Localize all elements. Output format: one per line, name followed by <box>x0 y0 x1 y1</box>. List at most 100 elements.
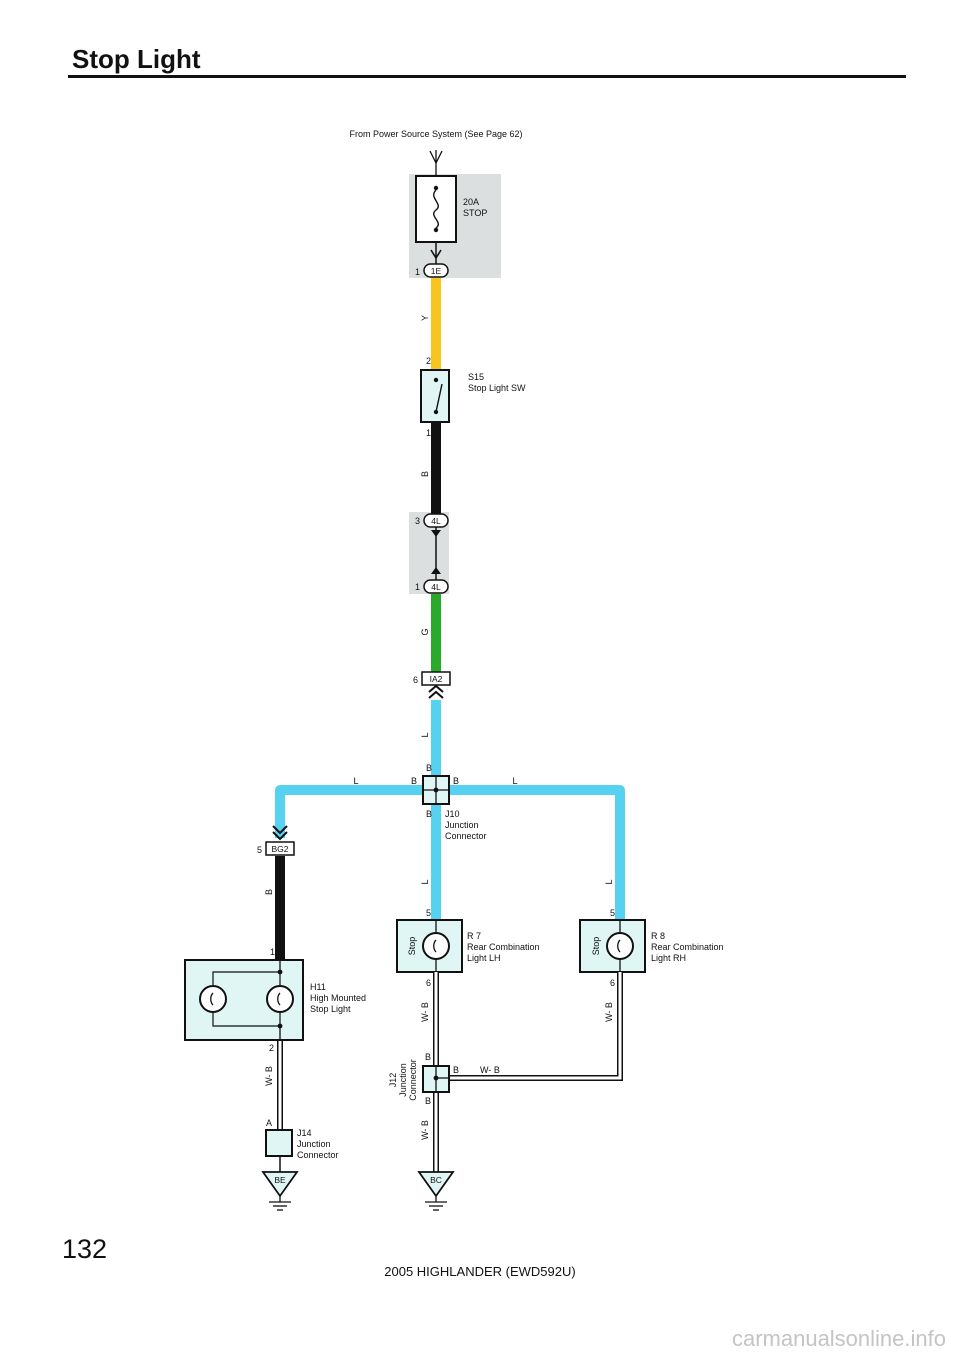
connector-ia2-arrow-icon <box>428 684 444 699</box>
j12-pin-top: B <box>425 1052 431 1062</box>
switch-name: Stop Light SW <box>468 383 526 393</box>
j14-name-2: Connector <box>297 1150 339 1160</box>
j10-name-2: Connector <box>445 831 487 841</box>
r7-pin-bottom: 6 <box>426 978 431 988</box>
h11-node-bottom <box>277 1023 283 1029</box>
wire-y-label: Y <box>420 315 430 321</box>
fuse-rating: 20A <box>463 197 479 207</box>
footer-model: 2005 HIGHLANDER (EWD592U) <box>384 1264 576 1279</box>
connector-bg2 <box>265 841 295 856</box>
wire-wb-rh-label: W- B <box>604 1002 614 1022</box>
r8-filament-icon <box>617 939 621 953</box>
connector-1e <box>423 263 449 278</box>
r7-bulb-icon <box>422 932 450 960</box>
ground-bc-icon <box>425 1201 447 1211</box>
ground-bc-label: BC <box>430 1175 442 1185</box>
h11-bulb-left-icon <box>199 985 227 1013</box>
switch-contact-top <box>433 377 439 383</box>
connector-4l-arrow-down-icon <box>431 530 441 537</box>
connector-4l-bottom-pin: 1 <box>415 582 420 592</box>
connector-1e-arrow-icon <box>430 249 442 260</box>
wire-y <box>431 278 441 370</box>
stop-light-switch <box>420 369 450 423</box>
h11-name-2: Stop Light <box>310 1004 351 1014</box>
connector-bg2-arrow-icon <box>272 825 288 841</box>
r8-name-1: Rear Combination <box>651 942 724 952</box>
r8-code: R 8 <box>651 931 665 941</box>
title-rule <box>68 75 906 78</box>
j14-pin: A <box>266 1118 272 1128</box>
wire-g <box>431 594 441 672</box>
j10-name-1: Junction <box>445 820 479 830</box>
r7-name-1: Rear Combination <box>467 942 540 952</box>
switch-pin-bottom: 1 <box>426 428 431 438</box>
junction-connector-j14 <box>265 1129 293 1157</box>
connector-ia2-pin: 6 <box>413 675 418 685</box>
j10-pin-top: B <box>426 763 432 773</box>
j12-code: J12 <box>388 1073 398 1088</box>
wire-wb-j12-right-label: W- B <box>480 1065 500 1075</box>
wire-l-lh-label: L <box>420 879 430 884</box>
fuse-terminal-top <box>433 185 439 191</box>
wire-wb-r8-inner <box>449 972 622 1080</box>
watermark: carmanualsonline.info <box>731 1326 946 1351</box>
r8-pin-top: 5 <box>610 908 615 918</box>
r8-pin-bottom: 6 <box>610 978 615 988</box>
r7-filament-icon <box>433 939 437 953</box>
h11-filament-right-icon <box>277 992 281 1006</box>
ground-be-icon <box>269 1201 291 1211</box>
ground-be-triangle <box>261 1171 299 1198</box>
ground-bc-triangle <box>417 1171 455 1198</box>
power-arrow-icon <box>429 150 443 165</box>
h11-node-top <box>277 969 283 975</box>
fuse-name: STOP <box>463 208 487 218</box>
wire-wb-group <box>277 972 623 1172</box>
connector-4l-bottom <box>423 579 449 594</box>
r7-code: R 7 <box>467 931 481 941</box>
wire-l-lh <box>431 804 441 920</box>
ground-be-label: BE <box>274 1175 286 1185</box>
wire-wb-r8 <box>449 972 623 1081</box>
j12-pin-bottom: B <box>425 1096 431 1106</box>
j14-code: J14 <box>297 1128 312 1138</box>
j12-pin-right: B <box>453 1065 459 1075</box>
wire-g-label: G <box>420 628 430 635</box>
connector-1e-code: 1E <box>431 266 442 276</box>
switch-code: S15 <box>468 372 484 382</box>
j10-node <box>433 787 439 793</box>
j12-name-1: Junction <box>398 1063 408 1097</box>
switch-pin-top: 2 <box>426 356 431 366</box>
connector-ia2-code: IA2 <box>430 674 443 684</box>
connector-bg2-code: BG2 <box>271 844 288 854</box>
j10-pin-right: B <box>453 776 459 786</box>
r8-lamp-label: Stop <box>591 937 601 956</box>
r7-lamp-label: Stop <box>407 937 417 956</box>
j12-name-2: Connector <box>408 1059 418 1101</box>
h11-pin-bottom: 2 <box>269 1043 274 1053</box>
r7-name-2: Light LH <box>467 953 501 963</box>
h11-filament-left-icon <box>210 992 214 1006</box>
wire-l-main-label: L <box>420 732 430 737</box>
wire-b-switch-label: B <box>420 471 430 477</box>
h11-pin-top: 1 <box>270 947 275 957</box>
wire-l-main <box>431 700 441 776</box>
j14-name-1: Junction <box>297 1139 331 1149</box>
switch-blade-icon <box>435 383 443 413</box>
j10-pin-bottom: B <box>426 809 432 819</box>
fuse-element-icon <box>433 189 439 229</box>
h11-bulb-right-icon <box>266 985 294 1013</box>
wire-l-right-label: L <box>512 776 517 786</box>
page-title: Stop Light <box>72 44 201 74</box>
connector-4l-top-pin: 3 <box>415 516 420 526</box>
wire-wb-h11-label: W- B <box>264 1066 274 1086</box>
r8-bulb-icon <box>606 932 634 960</box>
j10-code: J10 <box>445 809 460 819</box>
h11-internal-wiring <box>212 971 281 1027</box>
page-number: 132 <box>62 1234 108 1264</box>
wire-b-h11-label: B <box>264 889 274 895</box>
h11-name-1: High Mounted <box>310 993 366 1003</box>
power-source-label: From Power Source System (See Page 62) <box>349 129 522 139</box>
connector-4l-bottom-code: 4L <box>431 582 441 592</box>
j12-node <box>433 1075 439 1081</box>
